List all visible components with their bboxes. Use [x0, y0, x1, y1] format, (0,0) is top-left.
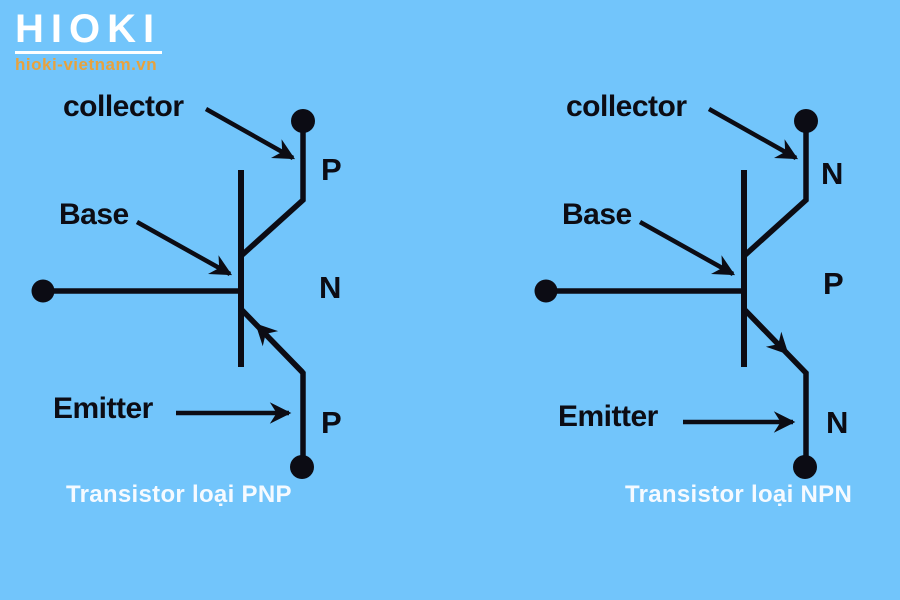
pnp-caption: Transistor loại PNP — [66, 481, 292, 508]
npn-base-region-letter: P — [823, 266, 844, 301]
pnp-emitter-terminal-dot — [290, 455, 314, 479]
npn-transistor-symbol — [534, 109, 818, 479]
npn-emitter-terminal-dot — [793, 455, 817, 479]
pnp-collector-pointer-arrow — [204, 107, 296, 160]
pnp-base-pointer-arrow — [135, 220, 233, 276]
npn-collector-lead — [742, 130, 809, 259]
pnp-collector-terminal-dot — [291, 109, 315, 133]
npn-emitter-lead — [742, 307, 809, 458]
pnp-collector-region-letter: P — [321, 152, 342, 187]
pnp-transistor-symbol — [31, 109, 315, 479]
pnp-collector-label: collector — [63, 90, 184, 123]
pnp-collector-lead — [239, 130, 306, 259]
npn-emitter-region-letter: N — [826, 405, 849, 440]
logo-brand-text: HIOKI — [15, 7, 162, 51]
pnp-base-region-letter: N — [319, 270, 342, 305]
npn-base-label: Base — [562, 198, 632, 231]
npn-caption: Transistor loại NPN — [625, 481, 853, 508]
npn-collector-region-letter: N — [821, 156, 844, 191]
npn-collector-pointer-arrow — [707, 107, 799, 160]
logo: HIOKI hioki-vietnam.vn — [15, 9, 162, 73]
pnp-emitter-lead — [239, 307, 306, 458]
pnp-annotation-arrows — [135, 107, 296, 424]
pnp-emitter-region-letter: P — [321, 405, 342, 440]
pnp-base-terminal-dot — [31, 279, 55, 303]
npn-base-pointer-arrow — [638, 220, 736, 276]
npn-emitter-label: Emitter — [558, 400, 658, 433]
npn-base-terminal-dot — [534, 279, 558, 303]
npn-collector-terminal-dot — [794, 109, 818, 133]
npn-collector-label: collector — [566, 90, 687, 123]
logo-website-text: hioki-vietnam.vn — [15, 55, 158, 74]
npn-emitter-arrow — [744, 309, 789, 355]
pnp-emitter-arrow — [255, 323, 305, 374]
pnp-emitter-label: Emitter — [53, 392, 153, 425]
npn-annotation-arrows — [638, 107, 799, 433]
logo-underline — [15, 51, 162, 54]
pnp-base-label: Base — [59, 198, 129, 231]
